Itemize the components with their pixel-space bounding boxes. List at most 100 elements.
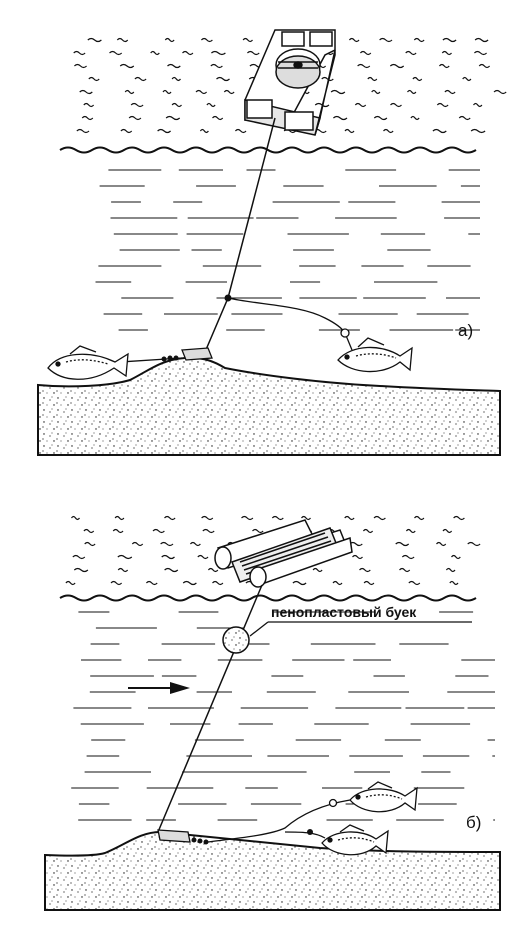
- ripple-mark: [223, 89, 235, 95]
- panel-a: а): [37, 29, 507, 456]
- ripple-mark: [344, 515, 355, 521]
- ripple-mark: [145, 580, 158, 586]
- water-surface-line: [59, 594, 477, 602]
- ripple-mark: [202, 528, 215, 534]
- ripple-mark: [352, 554, 363, 560]
- ripple-mark: [109, 50, 123, 56]
- ripple-mark: [119, 63, 135, 69]
- ripple-mark: [470, 128, 486, 134]
- ripple-mark: [407, 89, 417, 95]
- ripple-mark: [165, 115, 181, 121]
- ripple-mark: [171, 76, 181, 82]
- ripple-mark: [234, 128, 247, 134]
- water-hatching: [95, 169, 480, 331]
- ripple-mark: [210, 63, 223, 69]
- ripple-mark: [373, 515, 386, 521]
- ripple-mark: [271, 515, 284, 521]
- ripple-mark: [453, 515, 465, 521]
- ripple-mark: [389, 63, 405, 69]
- ripple-mark: [88, 76, 100, 82]
- panel-b: пенопластовый буек б): [44, 515, 501, 911]
- ripple-mark: [478, 63, 491, 69]
- ripple-mark: [73, 567, 89, 573]
- ripple-mark: [357, 63, 371, 69]
- ripple-mark: [83, 528, 95, 534]
- ripple-mark: [292, 580, 307, 586]
- main-line: [204, 117, 276, 353]
- ripple-mark: [124, 89, 135, 95]
- branch-line: [207, 799, 351, 843]
- ripple-mark: [131, 541, 144, 547]
- ripple-mark: [436, 102, 449, 108]
- ripple-mark: [301, 515, 311, 521]
- surface-float: [244, 29, 336, 136]
- ripple-mark: [354, 102, 367, 108]
- ripple-mark: [81, 115, 94, 121]
- ripple-mark: [150, 50, 160, 56]
- ripple-mark: [212, 115, 224, 121]
- water-hatching: [71, 611, 495, 821]
- ripple-mark: [162, 89, 172, 95]
- ripple-mark: [333, 115, 348, 121]
- ripple-mark: [199, 128, 209, 134]
- ripple-mark: [76, 128, 90, 134]
- branch-line: [227, 297, 353, 351]
- ripple-mark: [110, 580, 123, 586]
- fish-icon: [321, 824, 389, 856]
- ripple-mark: [410, 115, 420, 121]
- ripple-mark: [383, 128, 394, 134]
- surface-ripples: [65, 515, 481, 586]
- beads: [161, 355, 179, 362]
- ripple-mark: [444, 89, 456, 95]
- ripple-mark: [112, 528, 124, 534]
- ripple-mark: [116, 37, 129, 43]
- ripple-mark: [451, 554, 461, 560]
- beads: [191, 837, 209, 845]
- ripple-mark: [359, 567, 371, 573]
- swivel-icon: [340, 328, 350, 338]
- ripple-mark: [206, 102, 216, 108]
- ripple-mark: [493, 89, 507, 95]
- ripple-mark: [182, 580, 197, 586]
- ripple-mark: [189, 541, 201, 547]
- ripple-mark: [405, 50, 417, 56]
- ripple-mark: [128, 115, 142, 121]
- ripple-mark: [216, 76, 230, 82]
- ripple-mark: [330, 89, 346, 95]
- ripple-mark: [362, 528, 374, 534]
- ripple-mark: [164, 515, 176, 521]
- ripple-mark: [401, 554, 415, 560]
- ripple-mark: [207, 567, 219, 573]
- ripple-mark: [379, 37, 393, 43]
- ripple-mark: [114, 515, 125, 521]
- ripple-mark: [71, 515, 80, 521]
- ripple-mark: [200, 37, 213, 43]
- ripple-mark: [442, 37, 457, 43]
- ripple-mark: [390, 102, 402, 108]
- ripple-mark: [83, 102, 95, 108]
- ripple-mark: [65, 580, 76, 586]
- ripple-mark: [474, 37, 489, 43]
- panel-b-label: б): [466, 813, 481, 832]
- seabed: [37, 356, 501, 456]
- ripple-mark: [349, 541, 363, 547]
- ripple-mark: [182, 50, 194, 56]
- ripple-mark: [438, 63, 450, 69]
- ripple-mark: [160, 541, 174, 547]
- ripple-mark: [201, 515, 214, 521]
- ripple-mark: [84, 541, 96, 547]
- swivel-icon: [328, 798, 338, 808]
- ripple-mark: [72, 554, 86, 560]
- ripple-mark: [458, 115, 471, 121]
- ripple-mark: [164, 567, 179, 573]
- ripple-mark: [164, 37, 175, 43]
- ripple-mark: [408, 580, 421, 586]
- ripple-mark: [436, 541, 447, 547]
- ripple-mark: [73, 63, 88, 69]
- ripple-mark: [167, 63, 181, 69]
- ripple-mark: [73, 50, 86, 56]
- ripple-mark: [462, 76, 472, 82]
- buoy-label: пенопластовый буек: [271, 604, 417, 620]
- ripple-mark: [152, 528, 165, 534]
